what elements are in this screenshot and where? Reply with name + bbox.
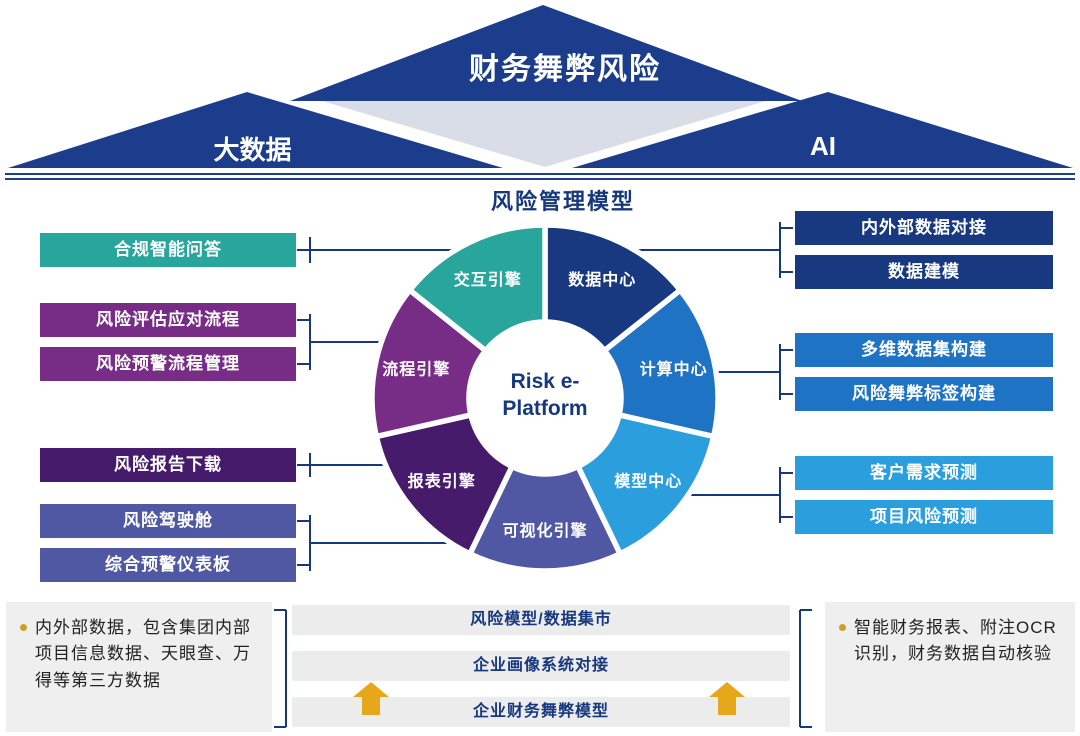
right-box-data-integration: 内外部数据对接 xyxy=(795,211,1053,245)
bottom-right-note: 智能财务报表、附注OCR识别，财务数据自动核验 xyxy=(825,602,1075,732)
ai-label: AI xyxy=(810,131,836,161)
fraud-risk-triangle xyxy=(290,5,802,101)
donut-segment xyxy=(542,222,684,354)
bullet-icon xyxy=(20,624,27,631)
bar-enterprise-profile-system: 企业画像系统对接 xyxy=(292,651,790,681)
bar-risk-model-data-mart: 风险模型/数据集市 xyxy=(292,605,790,635)
bottom-brackets xyxy=(274,609,812,728)
left-box-warning-dashboard: 综合预警仪表板 xyxy=(40,548,296,582)
donut-segment-label: 报表引擎 xyxy=(408,471,476,490)
bullet-icon xyxy=(839,624,846,631)
right-box-data-modeling: 数据建模 xyxy=(795,255,1053,289)
donut-segment-label: 流程引擎 xyxy=(382,360,450,379)
donut-segment xyxy=(373,412,515,557)
platform-center-line1: Risk e- xyxy=(510,370,580,393)
bottom-right-note-text: 智能财务报表、附注OCR识别，财务数据自动核验 xyxy=(854,618,1057,664)
section-title: 风险管理模型 xyxy=(490,189,635,214)
donut-segment xyxy=(406,222,548,354)
left-connectors xyxy=(297,237,455,571)
right-box-customer-demand-forecast: 客户需求预测 xyxy=(795,456,1053,490)
bottom-left-note-text: 内外部数据，包含集团内部项目信息数据、天眼查、万得等第三方数据 xyxy=(35,618,251,690)
bar-enterprise-fraud-model: 企业财务舞弊模型 xyxy=(292,697,790,727)
big-data-label: 大数据 xyxy=(213,135,292,165)
platform-center-label: Risk e- Platform xyxy=(465,368,625,423)
donut-segment-label: 模型中心 xyxy=(614,471,682,490)
right-box-multidim-dataset: 多维数据集构建 xyxy=(795,333,1053,367)
donut-segment-label: 数据中心 xyxy=(568,270,636,289)
right-connectors xyxy=(636,222,793,523)
donut-segment xyxy=(369,287,489,440)
left-box-compliance-qa: 合规智能问答 xyxy=(40,233,296,267)
bottom-left-note: 内外部数据，包含集团内部项目信息数据、天眼查、万得等第三方数据 xyxy=(6,602,272,732)
left-box-risk-cockpit: 风险驾驶舱 xyxy=(40,504,296,538)
donut-segment-label: 计算中心 xyxy=(640,360,708,379)
fraud-risk-title: 财务舞弊风险 xyxy=(469,53,661,86)
donut-segment xyxy=(575,412,717,557)
platform-center-line2: Platform xyxy=(502,397,588,421)
right-box-project-risk-forecast: 项目风险预测 xyxy=(795,500,1053,534)
left-box-risk-assessment-process: 风险评估应对流程 xyxy=(40,303,296,337)
donut-segment xyxy=(601,287,721,440)
shadow-triangle xyxy=(322,101,766,167)
big-data-triangle xyxy=(8,92,503,168)
left-box-risk-report-download: 风险报告下载 xyxy=(40,448,296,482)
right-box-fraud-label: 风险舞弊标签构建 xyxy=(795,377,1053,411)
left-box-risk-warning-process: 风险预警流程管理 xyxy=(40,347,296,381)
donut-segment xyxy=(467,463,623,574)
ai-triangle xyxy=(572,92,1073,168)
donut-segment-label: 可视化引擎 xyxy=(502,521,587,540)
donut-segment-label: 交互引擎 xyxy=(454,270,522,289)
